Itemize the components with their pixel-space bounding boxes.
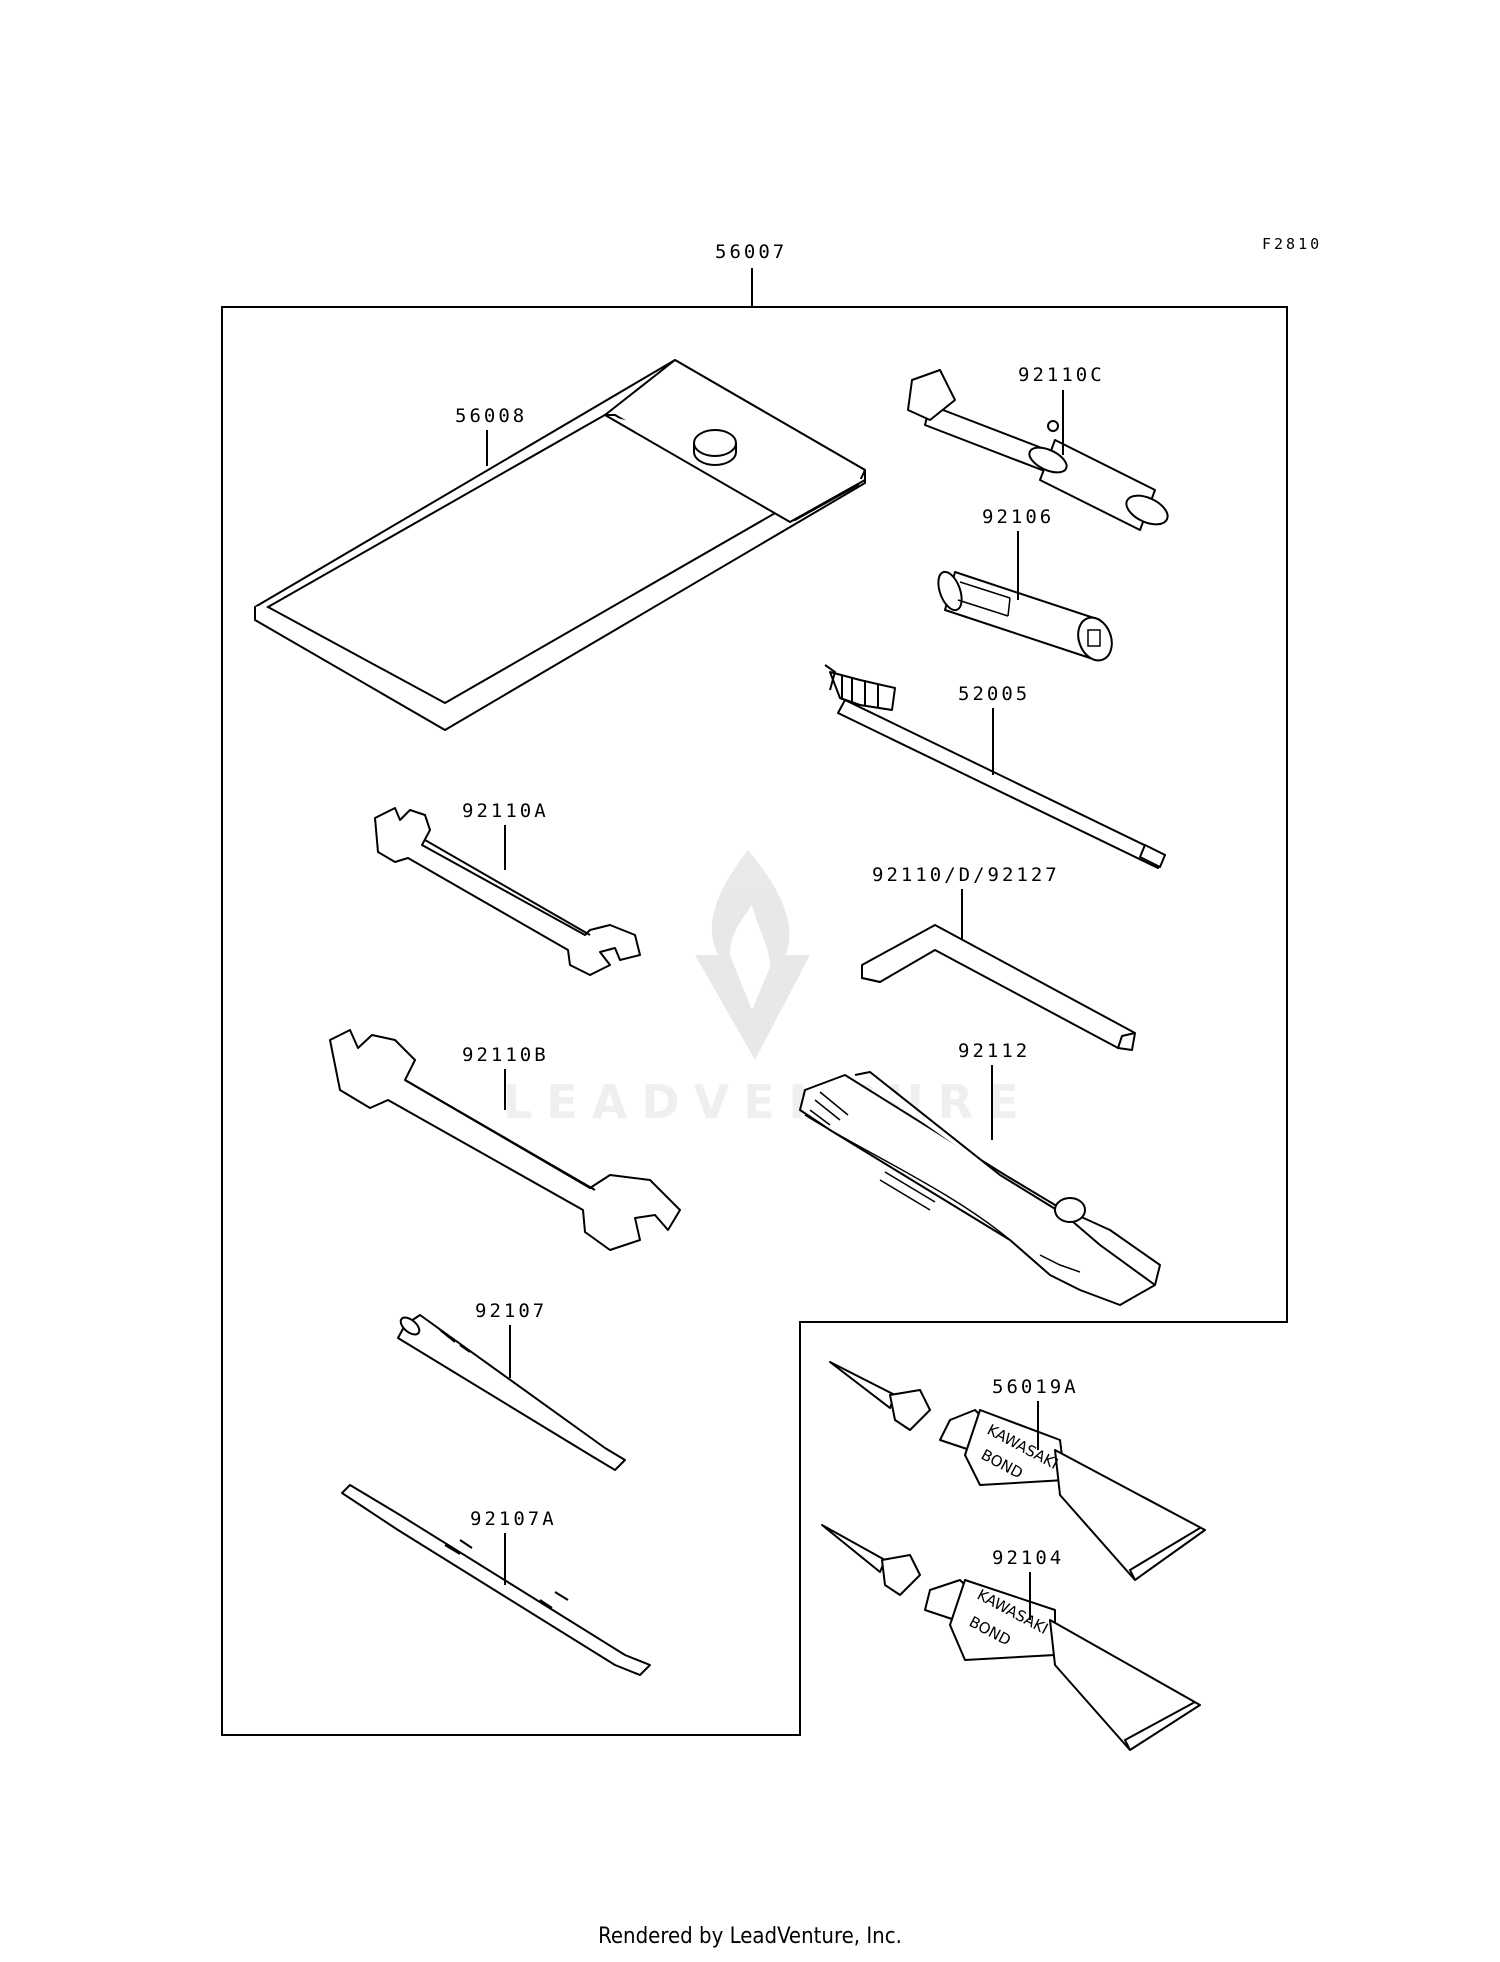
label-plug-adapter: 92106 [982,506,1054,528]
label-wrench-large: 92110B [462,1044,549,1066]
label-bond-a: 56019A [992,1376,1079,1398]
tool-pouch-part [254,359,866,731]
screwdriver-part [397,1314,626,1471]
label-plug-wrench: 92110C [1018,364,1105,386]
plug-adapter-part [937,570,1113,662]
label-wrench-small: 92110A [462,800,549,822]
label-screwdriver-double: 92107A [470,1508,557,1530]
tool-bar-part [824,664,1166,869]
label-screwdriver: 92107 [475,1300,547,1322]
figure-code: F2810 [1262,235,1322,253]
wrench-large-part [329,1029,681,1251]
label-tool-bar: 52005 [958,683,1030,705]
footer-credit: Rendered by LeadVenture, Inc. [598,1924,902,1949]
screwdriver-double-part [341,1484,651,1676]
label-pouch: 56008 [455,405,527,427]
pliers-part [799,1071,1161,1306]
wrench-small-part [374,807,641,976]
hex-key-part [861,924,1136,1051]
label-bond-b: 92104 [992,1547,1064,1569]
watermark-logo: LEADVENTURE [503,850,1033,1129]
label-kit: 56007 [715,241,787,263]
spark-plug-wrench-part [907,369,1169,531]
bond-tube-b-part [821,1524,1201,1751]
bond-tube-a-part [829,1361,1206,1581]
label-hex-key: 92110/D/92127 [872,864,1060,886]
watermark-text: LEADVENTURE [503,1075,1033,1129]
kit-boundary [221,306,1288,1736]
label-pliers: 92112 [958,1040,1030,1062]
